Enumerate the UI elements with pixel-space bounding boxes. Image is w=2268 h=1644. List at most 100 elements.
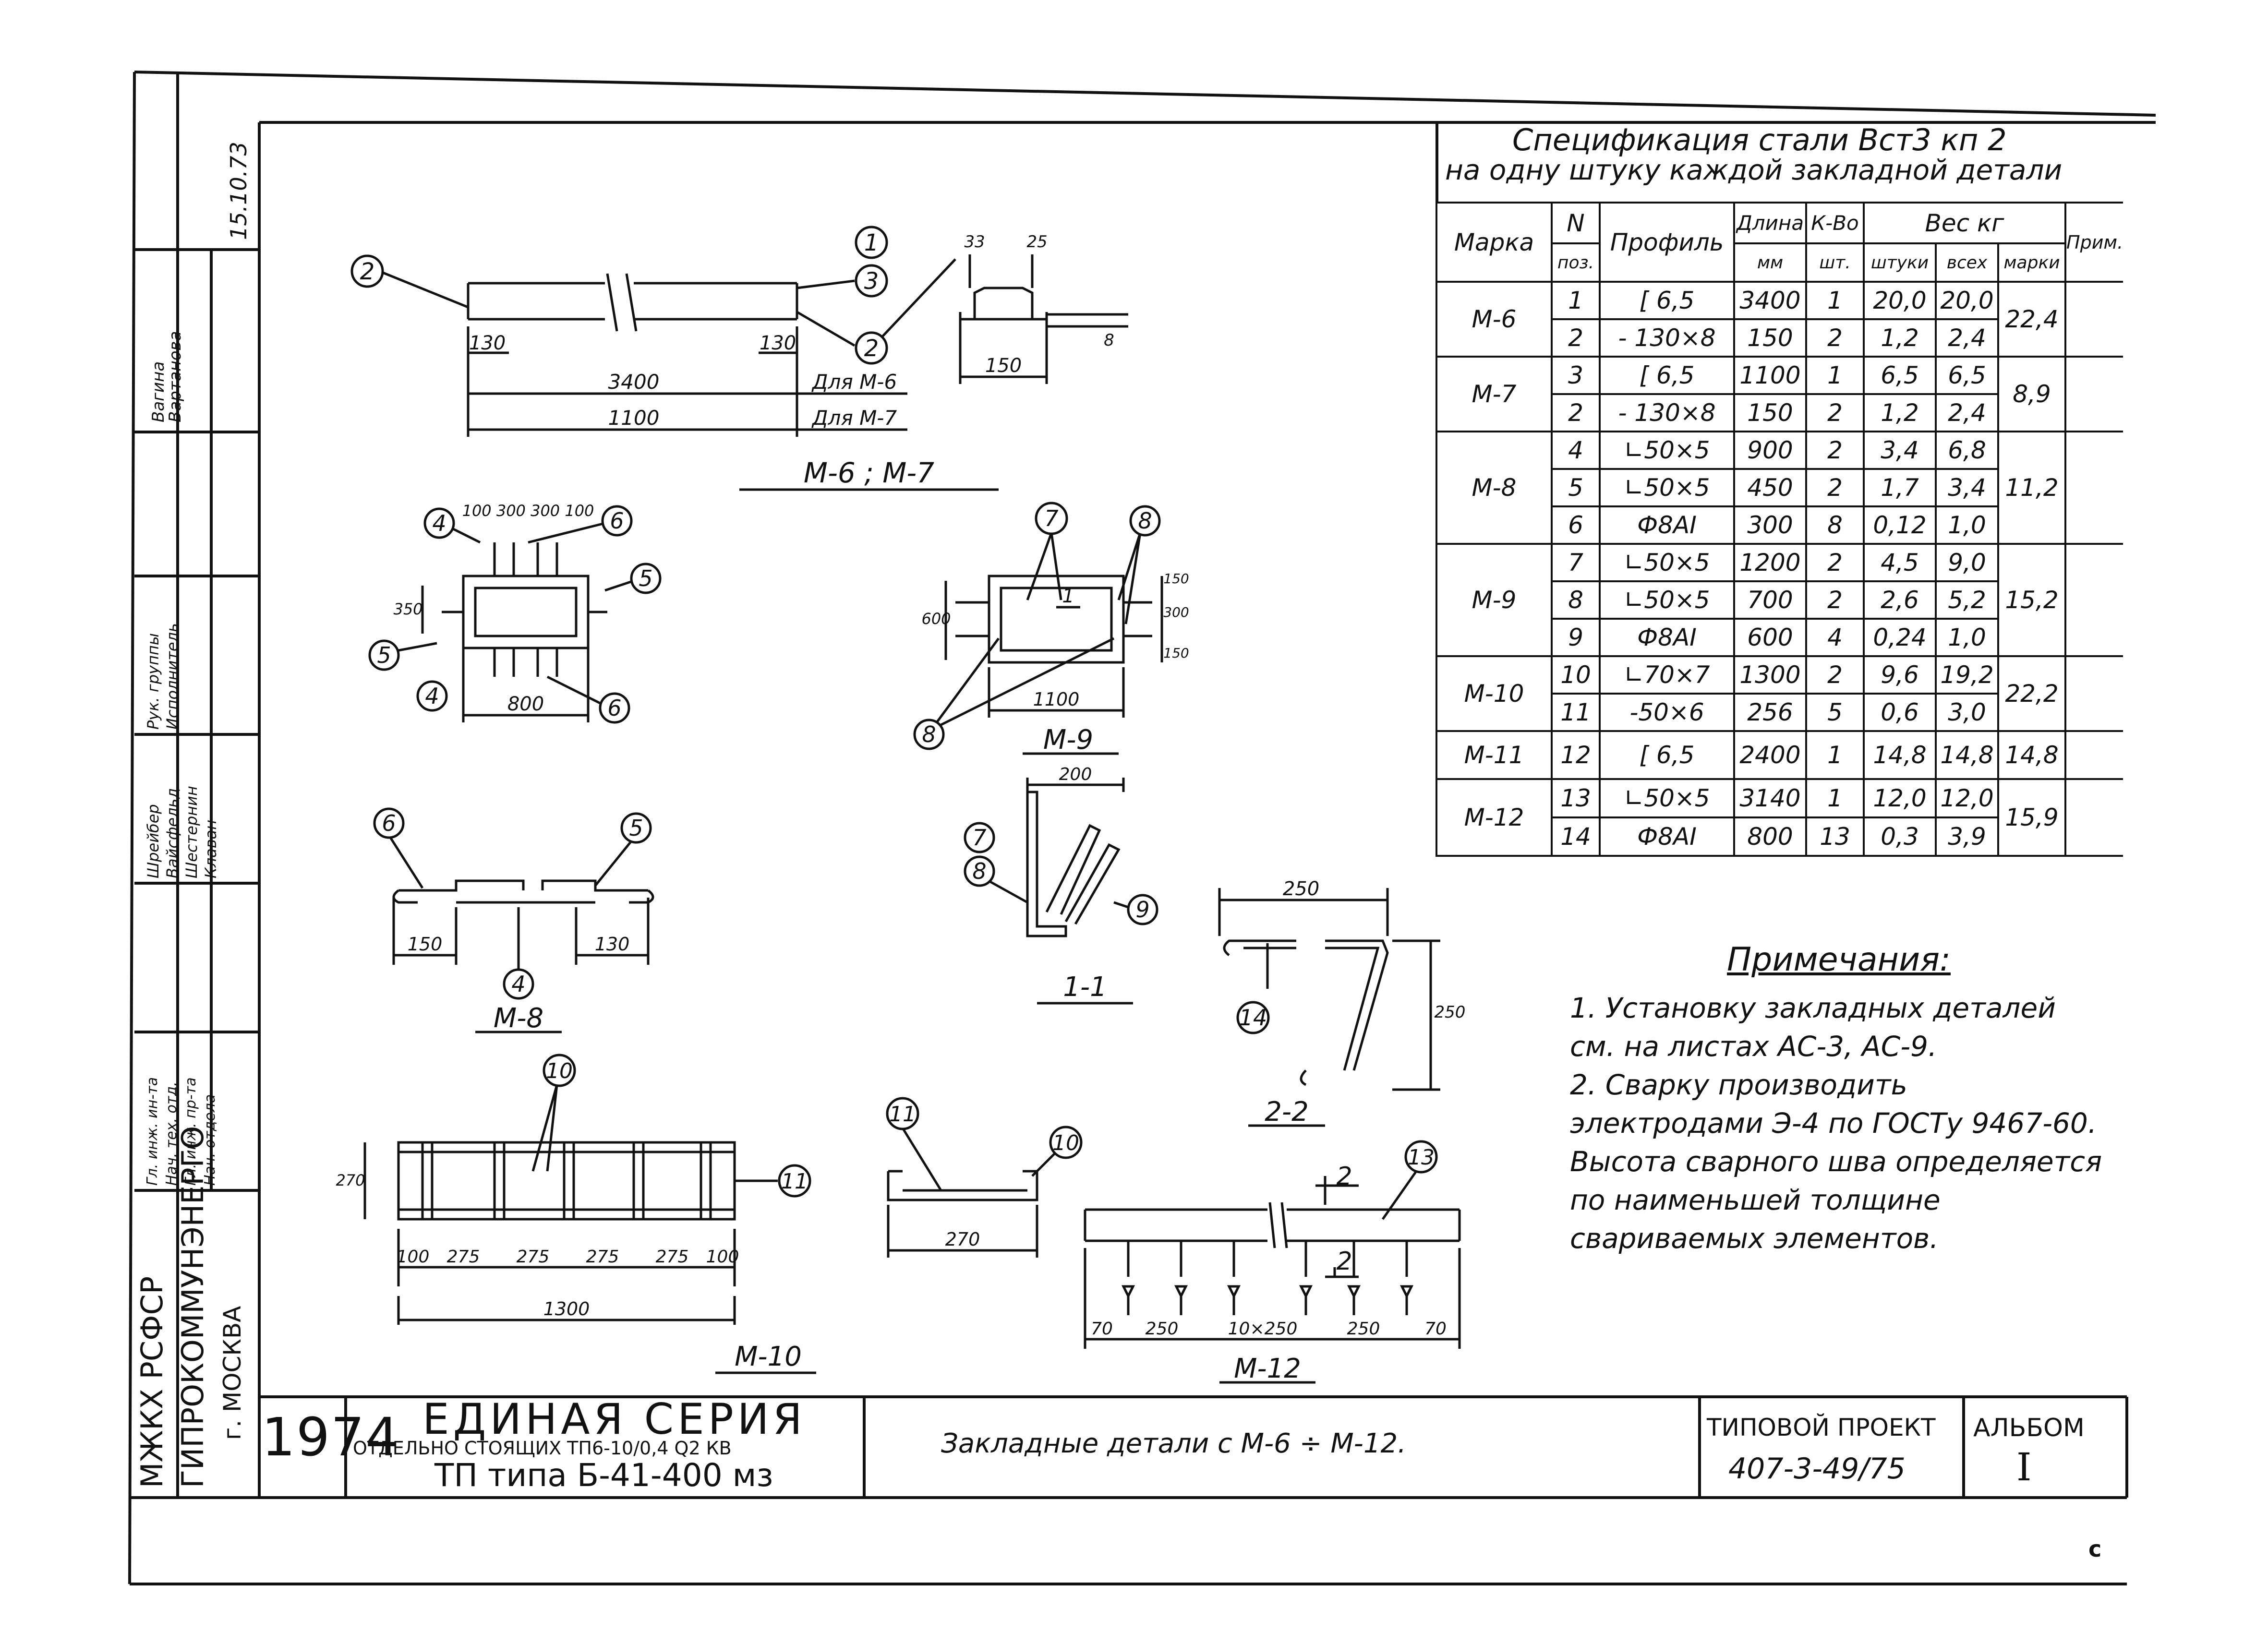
drawing-m11-section — [887, 1127, 1067, 1258]
s22-callout-14: 14 — [1239, 1005, 1267, 1031]
spec-cell: 1,0 — [1935, 618, 1999, 657]
spec-cell: Ф8АI — [1599, 505, 1735, 545]
drawing-m12 — [1084, 1170, 1461, 1384]
spec-cell: 0,12 — [1863, 505, 1937, 545]
spec-mark-m8: М-8 — [1436, 431, 1553, 545]
drawing-section-1-1 — [983, 778, 1133, 1005]
spec-cell: 1 — [1805, 778, 1865, 818]
spec-cell: 2 — [1805, 431, 1865, 470]
spec-cell: 2 — [1805, 655, 1865, 695]
spec-cell: 5,2 — [1935, 580, 1999, 620]
spec-cell: 12,0 — [1863, 778, 1937, 818]
m9-label-1: 1 — [1062, 585, 1074, 607]
spec-cell: 2 — [1805, 468, 1865, 507]
stamp-project-no: 407-3-49/75 — [1728, 1452, 1906, 1486]
m9-callout-8b: 8 — [922, 721, 936, 747]
stamp-project-label: ТИПОВОЙ ПРОЕКТ — [1707, 1414, 1936, 1441]
m8-side-callout-5: 5 — [629, 815, 643, 841]
m8-caption: М-8 — [494, 1003, 543, 1034]
note-item-2: 2. Сварку производить электродами Э-4 по… — [1570, 1068, 2102, 1255]
m10-dim-270: 270 — [336, 1171, 365, 1189]
spec-cell: 6 — [1551, 505, 1601, 545]
spec-cell: 1 — [1551, 281, 1601, 320]
m6-dim-8: 8 — [1104, 331, 1114, 350]
side-name-klavan: Клаван — [202, 819, 220, 878]
spec-cell: 3,4 — [1935, 468, 1999, 507]
m12-dim-70a: 70 — [1091, 1319, 1113, 1339]
s11-dim-200: 200 — [1059, 765, 1092, 784]
m12-caption: М-12 — [1234, 1353, 1301, 1384]
frame-top-line — [134, 71, 2156, 117]
spec-cell: Ф8АI — [1599, 618, 1735, 657]
spec-cell: 2,4 — [1935, 318, 1999, 358]
spec-cell: 1100 — [1733, 356, 1807, 395]
spec-cell: 14,8 — [1863, 730, 1937, 780]
m11-dim-270: 270 — [945, 1229, 980, 1250]
spec-total-m6: 22,4 — [1997, 281, 2066, 358]
side-name-shesternin: Шестернин — [182, 786, 201, 878]
spec-cell: 6,5 — [1863, 356, 1937, 395]
spec-cell: 800 — [1733, 816, 1807, 857]
m10-dim-100a: 100 — [397, 1247, 430, 1267]
m8-callout-6b: 6 — [607, 695, 621, 721]
spec-header-w-mark: марки — [1997, 242, 2066, 283]
spec-cell: ∟70×7 — [1599, 655, 1735, 695]
spec-title-line1: Спецификация стали Вст3 кп 2 — [1512, 122, 2007, 157]
spec-cell: Ф8АI — [1599, 816, 1735, 857]
spec-header-length: Длина — [1733, 202, 1807, 244]
m6-dim-130a: 130 — [469, 332, 506, 354]
m6-dim-1100: 1100 — [608, 406, 660, 430]
spec-cell: [ 6,5 — [1599, 356, 1735, 395]
m9-dim-1100: 1100 — [1033, 689, 1080, 710]
stamp-sheet-title: Закладные детали с М-6 ÷ М-12. — [941, 1428, 1406, 1459]
spec-cell: 14 — [1551, 816, 1601, 857]
spec-note-cell — [2064, 431, 2123, 545]
m9-callout-7: 7 — [1044, 505, 1058, 531]
spec-cell: 12 — [1551, 730, 1601, 780]
spec-header-pos: N — [1551, 202, 1601, 244]
m8-callout-5b: 5 — [377, 642, 391, 668]
spec-cell: ∟50×5 — [1599, 431, 1735, 470]
m12-dim-70b: 70 — [1424, 1319, 1447, 1339]
stamp-series-title: ЕДИНАЯ СЕРИЯ — [422, 1394, 806, 1444]
spec-cell: 20,0 — [1935, 281, 1999, 320]
spec-total-m12: 15,9 — [1997, 778, 2066, 857]
m10-caption: М-10 — [735, 1341, 802, 1372]
stamp-album-label: АЛЬБОМ — [1973, 1414, 2085, 1442]
spec-header-weight: Вес кг — [1863, 202, 2066, 244]
stamp-album-no: I — [2016, 1445, 2032, 1489]
spec-mark-m9: М-9 — [1436, 543, 1553, 657]
s11-caption: 1-1 — [1063, 972, 1107, 1003]
spec-header-w-all: всех — [1935, 242, 1999, 283]
m8-callout-4: 4 — [432, 510, 446, 536]
spec-header-qty: К-Во — [1805, 202, 1865, 244]
frame-left-line — [128, 72, 136, 1584]
m10-callout-11: 11 — [781, 1169, 808, 1194]
m8-callout-4b: 4 — [425, 683, 439, 709]
spec-cell: 13 — [1805, 816, 1865, 857]
spec-cell: 150 — [1733, 393, 1807, 432]
spec-cell: 1,2 — [1863, 318, 1937, 358]
spec-header-qty-unit: шт. — [1805, 242, 1865, 283]
spec-cell: 2 — [1551, 393, 1601, 432]
spec-cell: ∟50×5 — [1599, 543, 1735, 582]
side-date: 15.10.73 — [226, 142, 252, 240]
spec-header-note: Прим. — [2064, 202, 2123, 283]
s11-callout-7: 7 — [972, 825, 986, 851]
m9-dim-300: 300 — [1163, 604, 1189, 620]
spec-cell: 1,2 — [1863, 393, 1937, 432]
spec-cell: 9,0 — [1935, 543, 1999, 582]
m8-dim-130: 130 — [595, 934, 630, 955]
spec-header-mark: Марка — [1436, 202, 1553, 283]
notes-title: Примечания: — [1727, 941, 1951, 979]
spec-cell: 1,0 — [1935, 505, 1999, 545]
m11-callout-10: 10 — [1052, 1131, 1079, 1155]
spec-header-length-unit: мм — [1733, 242, 1807, 283]
spec-cell: 0,3 — [1863, 816, 1937, 857]
spec-mark-m6: М-6 — [1436, 281, 1553, 358]
m12-dim-10x250: 10×250 — [1228, 1319, 1298, 1339]
spec-cell: 3140 — [1733, 778, 1807, 818]
spec-title-line2: на одну штуку каждой закладной детали — [1445, 154, 2063, 186]
spec-cell: 0,6 — [1863, 693, 1937, 732]
